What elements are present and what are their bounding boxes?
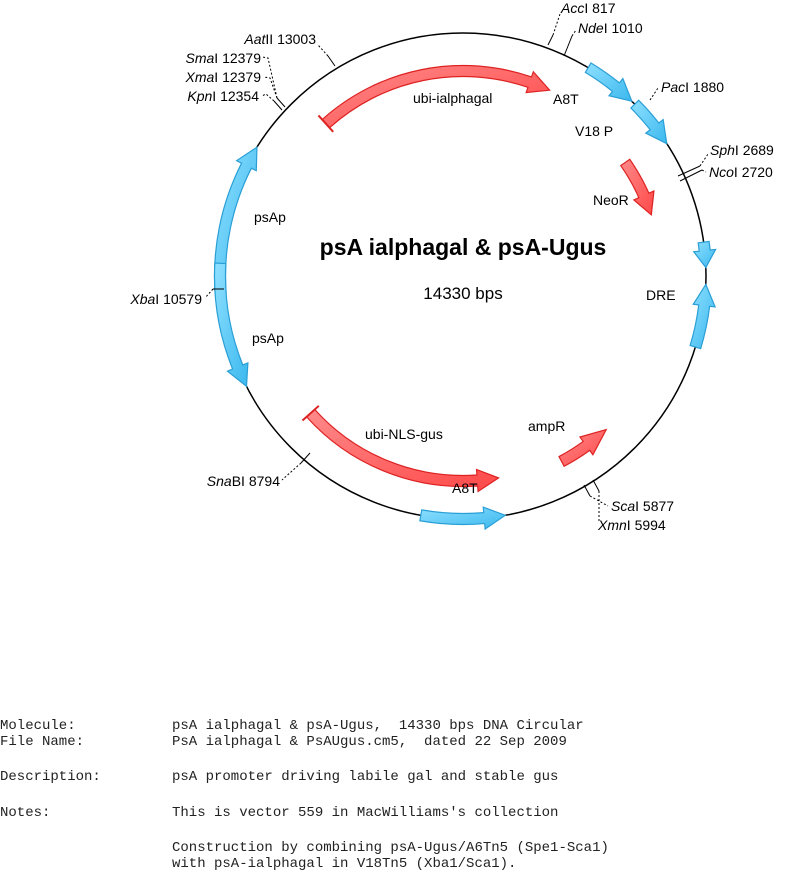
description-value: psA promoter driving labile gal and stab… <box>172 769 559 785</box>
site-tick-snab <box>300 452 311 464</box>
info-notes-2: Construction by combining psA-Ugus/A6Tn5… <box>0 840 800 856</box>
site-label-xma: XmaI 12379 <box>184 69 261 85</box>
neor-arrow <box>619 158 655 217</box>
site-tick-sca <box>583 484 591 497</box>
feature-label-v18p: V18 P <box>575 123 613 139</box>
site-leaders <box>204 13 709 522</box>
site-label-xba: XbaI 10579 <box>129 291 202 307</box>
info-notes: Notes: This is vector 559 in MacWilliams… <box>0 805 800 821</box>
plasmid-map: psA ialphagal & psA-Ugus 14330 bps ubi-i… <box>129 0 774 533</box>
site-ticks <box>213 34 703 497</box>
site-tick-xma <box>276 97 286 108</box>
psap-lower-arrow <box>213 262 249 388</box>
ubi-ialphagal-arrow <box>321 64 551 129</box>
ampr-arrow <box>558 428 608 468</box>
feature-label-psap-upper: psAp <box>254 209 286 225</box>
site-label-kpn: KpnI 12354 <box>187 88 259 104</box>
notes-value-2: Construction by combining psA-Ugus/A6Tn5… <box>172 840 609 856</box>
feature-label-ubi-ialphagal: ubi-ialphagal <box>413 90 492 106</box>
site-tick-kpn <box>273 100 283 111</box>
feature-arrows <box>213 62 717 531</box>
site-label-pac: PacI 1880 <box>661 79 724 95</box>
molecule-key: Molecule: <box>0 718 76 734</box>
a8t-top-arrow <box>584 62 633 103</box>
feature-label-ampr: ampR <box>528 418 565 434</box>
info-description: Description: psA promoter driving labile… <box>0 769 800 785</box>
map-size: 14330 bps <box>423 284 502 303</box>
site-label-aat: AatII 13003 <box>243 31 316 47</box>
site-label-acc: AccI 817 <box>560 0 616 16</box>
site-label-sph: SphI 2689 <box>710 142 774 158</box>
site-label-xmn: XmnI 5994 <box>597 517 666 533</box>
dre-arrow-1 <box>692 240 717 269</box>
file-name-value: PsA ialphagal & PsAUgus.cm5, dated 22 Se… <box>172 734 567 750</box>
site-tick-acc <box>547 34 554 46</box>
feature-label-dre: DRE <box>646 287 676 303</box>
ubi-nls-gus-arrow <box>305 408 500 493</box>
site-label-snab: SnaBI 8794 <box>207 473 280 489</box>
site-tick-xmn <box>592 479 600 492</box>
feature-label-psap-lower: psAp <box>252 330 284 346</box>
v18p-arrow <box>630 99 668 145</box>
description-key: Description: <box>0 769 101 785</box>
ubi-nls-gus-arrow-tee <box>301 405 320 422</box>
notes-value-1: This is vector 559 in MacWilliams's coll… <box>172 805 559 821</box>
site-label-sma: SmaI 12379 <box>185 50 261 66</box>
feature-label-ubi-nls-gus: ubi-NLS-gus <box>365 426 443 442</box>
site-tick-nco <box>679 169 703 182</box>
site-tick-nde <box>563 35 573 57</box>
notes-value-3: with psA-ialphagal in V18Tn5 (Xba1/Sca1)… <box>172 856 517 872</box>
feature-label-neor: NeoR <box>593 192 629 208</box>
feature-label-a8t-top: A8T <box>553 91 579 107</box>
info-molecule: Molecule: psA ialphagal & psA-Ugus, 1433… <box>0 718 800 734</box>
site-label-nde: NdeI 1010 <box>578 20 643 36</box>
psap-upper-arrow <box>213 146 258 294</box>
map-title: psA ialphagal & psA-Ugus <box>320 234 607 260</box>
dre-arrow-2 <box>689 283 717 350</box>
site-label-sca: ScaI 5877 <box>611 498 674 514</box>
file-name-key: File Name: <box>0 734 85 750</box>
site-tick-sph <box>677 165 701 177</box>
feature-label-a8t-bottom: A8T <box>452 480 478 496</box>
info-file-name: File Name: PsA ialphagal & PsAUgus.cm5, … <box>0 734 800 750</box>
molecule-value: psA ialphagal & psA-Ugus, 14330 bps DNA … <box>172 718 584 734</box>
ubi-ialphagal-arrow-tee <box>317 114 334 133</box>
a8t-bottom-arrow <box>419 506 507 531</box>
info-notes-3: with psA-ialphagal in V18Tn5 (Xba1/Sca1)… <box>0 856 800 872</box>
notes-key: Notes: <box>0 805 51 821</box>
site-tick-aat <box>327 55 336 67</box>
site-label-nco: NcoI 2720 <box>709 164 773 180</box>
